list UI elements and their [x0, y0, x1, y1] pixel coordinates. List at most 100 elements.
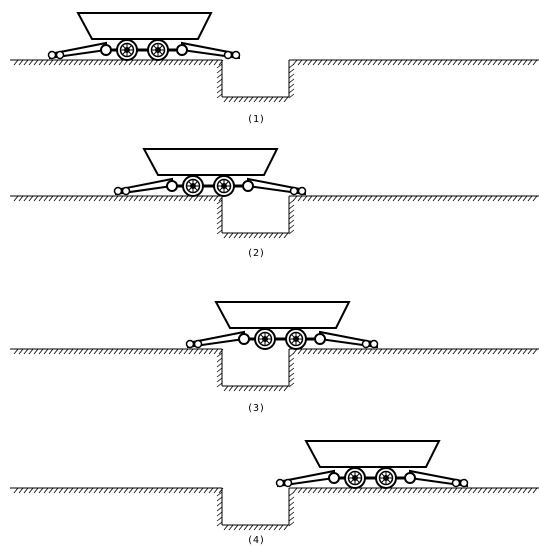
hatch-mark: [507, 487, 513, 494]
hatch-mark: [492, 487, 498, 494]
hatch-mark: [482, 487, 488, 494]
hatch-mark: [377, 348, 383, 355]
hatch-mark: [482, 195, 488, 202]
hatch-mark: [168, 348, 174, 355]
hatch-mark: [173, 348, 179, 355]
hatch-mark: [238, 232, 244, 239]
hatch-mark: [452, 59, 458, 66]
hatch-mark: [103, 59, 109, 66]
hatch-mark: [467, 195, 473, 202]
hatch-mark: [532, 348, 538, 355]
hatch-mark: [18, 487, 24, 494]
panel-caption: (4): [247, 535, 265, 546]
hatch-mark: [258, 96, 264, 103]
hatch-mark: [43, 59, 49, 66]
hatch-mark: [58, 487, 64, 494]
hatch-mark: [322, 348, 328, 355]
hatch-mark: [482, 59, 488, 66]
hatch-mark: [233, 96, 239, 103]
hatch-mark: [462, 195, 468, 202]
hatch-mark: [467, 59, 473, 66]
hatch-mark: [302, 348, 308, 355]
hatch-mark: [258, 524, 264, 531]
hatch-mark: [288, 63, 295, 69]
hatch-mark: [352, 195, 358, 202]
hatch-mark: [288, 224, 295, 230]
hatch-mark: [527, 348, 533, 355]
crawler-vehicle: [115, 149, 306, 196]
hatch-mark: [288, 357, 295, 363]
hatch-mark: [248, 96, 254, 103]
hatch-mark: [183, 195, 189, 202]
hatch-mark: [153, 487, 159, 494]
hatch-mark: [128, 487, 134, 494]
hatch-mark: [372, 348, 378, 355]
hatch-mark: [517, 195, 523, 202]
hatch-mark: [472, 195, 478, 202]
hatch-mark: [377, 195, 383, 202]
hatch-mark: [472, 59, 478, 66]
hatch-mark: [193, 195, 199, 202]
hatch-mark: [48, 487, 54, 494]
hatch-mark: [492, 195, 498, 202]
hatch-mark: [283, 96, 289, 103]
hatch-mark: [288, 219, 295, 225]
hatch-mark: [487, 487, 493, 494]
hatch-mark: [168, 487, 174, 494]
hatch-mark: [216, 372, 223, 378]
hatch-mark: [23, 195, 29, 202]
hatch-mark: [208, 487, 214, 494]
hatch-mark: [522, 348, 528, 355]
hatch-mark: [342, 348, 348, 355]
hatch-mark: [53, 487, 59, 494]
hatch-mark: [138, 59, 144, 66]
hatch-mark: [312, 348, 318, 355]
hatch-mark: [402, 348, 408, 355]
hatch-mark: [13, 487, 19, 494]
hatch-mark: [43, 487, 49, 494]
hatch-mark: [33, 348, 39, 355]
hatch-mark: [148, 487, 154, 494]
hatch-mark: [53, 195, 59, 202]
hatch-mark: [88, 195, 94, 202]
hatch-mark: [402, 59, 408, 66]
hatch-mark: [93, 487, 99, 494]
hatching: [13, 59, 538, 103]
hatch-mark: [447, 348, 453, 355]
hatch-mark: [412, 59, 418, 66]
hatch-mark: [288, 199, 295, 205]
hatch-mark: [163, 195, 169, 202]
hatch-mark: [283, 385, 289, 392]
hatch-mark: [317, 487, 323, 494]
hatch-mark: [28, 487, 34, 494]
hatch-mark: [23, 59, 29, 66]
hatch-mark: [216, 229, 223, 235]
hatch-mark: [233, 232, 239, 239]
hatch-mark: [472, 348, 478, 355]
hatch-mark: [228, 524, 234, 531]
hatch-mark: [273, 524, 279, 531]
hatch-mark: [153, 348, 159, 355]
hatch-mark: [497, 59, 503, 66]
hatch-mark: [216, 209, 223, 215]
hatch-mark: [248, 232, 254, 239]
hatch-mark: [457, 195, 463, 202]
hatch-mark: [173, 487, 179, 494]
hatch-mark: [216, 367, 223, 373]
hatch-mark: [258, 385, 264, 392]
hatch-mark: [158, 348, 164, 355]
hatch-mark: [407, 348, 413, 355]
hatch-mark: [233, 524, 239, 531]
hatch-mark: [297, 195, 303, 202]
hatch-mark: [317, 59, 323, 66]
hatch-mark: [427, 487, 433, 494]
hatch-mark: [78, 348, 84, 355]
hatch-mark: [367, 487, 373, 494]
hatch-mark: [253, 524, 259, 531]
hatch-mark: [288, 352, 295, 358]
hatch-mark: [442, 59, 448, 66]
hatch-mark: [417, 59, 423, 66]
hatch-mark: [216, 88, 223, 94]
hatch-mark: [73, 487, 79, 494]
hatch-mark: [307, 59, 313, 66]
